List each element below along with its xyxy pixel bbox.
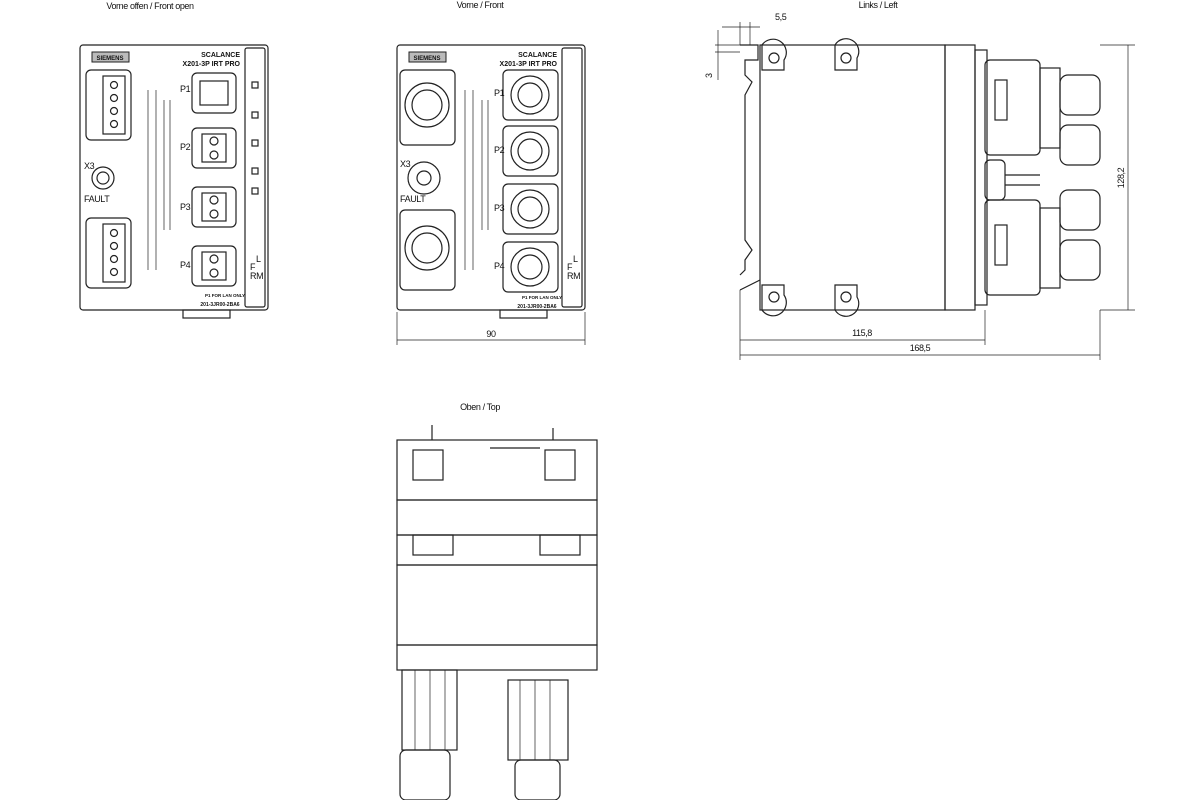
led-l: L: [256, 254, 261, 264]
port-label: P3: [180, 202, 191, 212]
title-left: Links / Left: [859, 0, 899, 10]
x3-label: X3: [400, 159, 411, 169]
product-name: SCALANCE: [201, 52, 240, 59]
brand-logo: SIEMENS: [413, 56, 440, 62]
led-f: F: [250, 262, 256, 272]
x3-label: X3: [84, 161, 95, 171]
title-top: Oben / Top: [460, 402, 500, 412]
front-view: SIEMENS SCALANCE X201-3P IRT PRO X3 FAUL…: [396, 44, 586, 345]
dim-width: 90: [486, 329, 496, 339]
title-front: Vorne / Front: [457, 0, 505, 10]
front-open-view: SIEMENS SCALANCE X201-3P IRT PRO X3 FAUL…: [79, 44, 269, 319]
port-label: P2: [180, 142, 191, 152]
model-name: X201-3P IRT PRO: [500, 61, 558, 68]
led-f: F: [567, 262, 573, 272]
p1-note: P1 FOR LAN ONLY: [522, 295, 562, 300]
order-number: 201-3JR00-2BA6: [200, 302, 239, 308]
order-number: 201-3JR00-2BA6: [517, 304, 556, 310]
p1-note: P1 FOR LAN ONLY: [205, 293, 245, 298]
led-rm: RM: [567, 271, 580, 281]
dim-height: 128,2: [1116, 167, 1126, 188]
port-label: P2: [494, 145, 505, 155]
dim-rail-height: 3: [704, 73, 714, 78]
led-rm: RM: [250, 271, 263, 281]
product-name: SCALANCE: [518, 52, 557, 59]
led-l: L: [573, 254, 578, 264]
port-label: P1: [494, 88, 505, 98]
port-label: P1: [180, 84, 191, 94]
dim-depth-total: 168,5: [910, 343, 931, 353]
top-view: [396, 425, 598, 800]
title-front-open: Vorne offen / Front open: [106, 1, 194, 11]
port-label: P3: [494, 203, 505, 213]
dim-rail-offset: 5,5: [775, 12, 787, 22]
brand-logo: SIEMENS: [96, 56, 123, 62]
fault-label: FAULT: [400, 194, 426, 204]
left-view: 5,5 3 115,8 168,5 128,2: [704, 12, 1135, 360]
fault-label: FAULT: [84, 194, 110, 204]
port-label: P4: [180, 260, 191, 270]
model-name: X201-3P IRT PRO: [183, 61, 241, 68]
port-label: P4: [494, 261, 505, 271]
dim-depth-body: 115,8: [852, 328, 872, 338]
